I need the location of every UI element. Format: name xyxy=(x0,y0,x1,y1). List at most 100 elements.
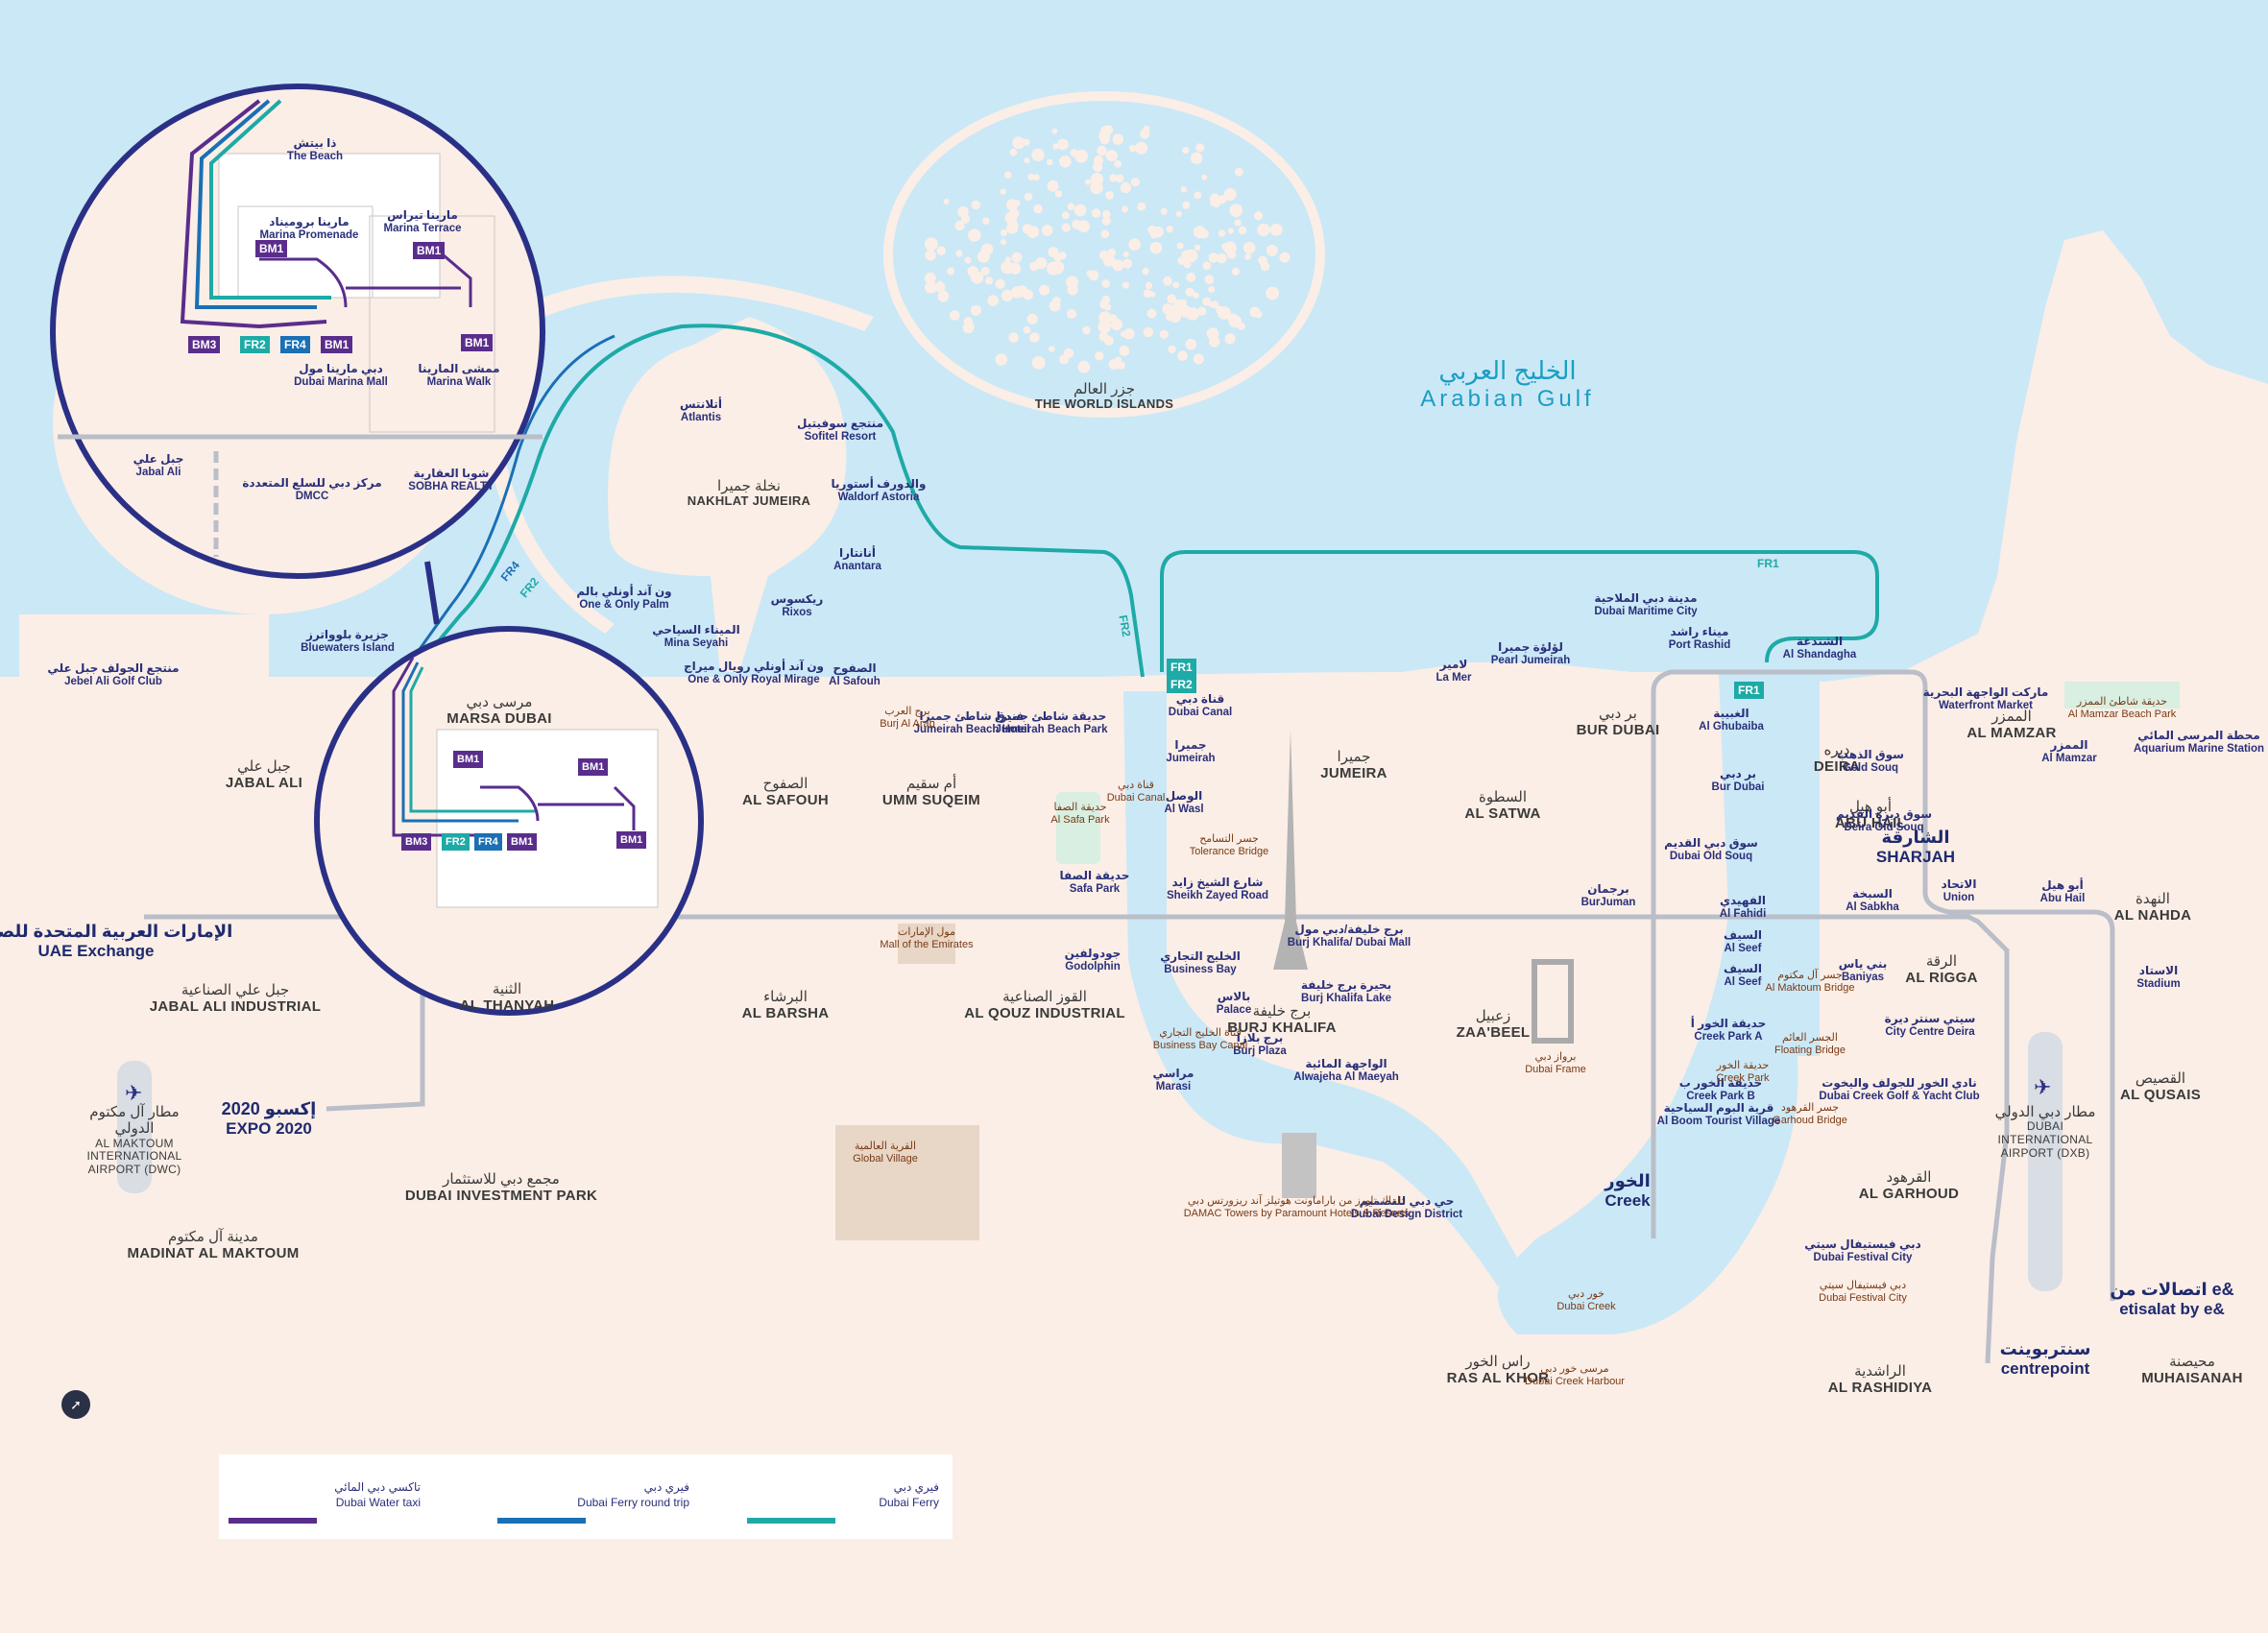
station-en-text: Burj Plaza xyxy=(1233,1045,1287,1057)
station-ar-text: لامير xyxy=(1439,658,1468,671)
world-island-dot xyxy=(967,266,978,277)
station-ar-text: برج خليفة/دبي مول xyxy=(1294,923,1404,936)
mall-of-emirates-area xyxy=(898,924,955,964)
area-en-text: AL GARHOUD xyxy=(1858,1186,1960,1203)
bm1-badge-terrace-large: BM1 xyxy=(413,242,446,259)
world-island-dot xyxy=(1279,252,1291,263)
station-ar-text: ماركت الواجهة البحرية xyxy=(1922,685,2049,699)
station-en-text: Palace xyxy=(1216,1003,1252,1016)
world-island-dot xyxy=(1122,205,1128,213)
world-island-dot xyxy=(1050,260,1065,275)
station-ar-text: شوبا العقارية xyxy=(413,467,490,480)
world-island-dot xyxy=(1152,226,1164,238)
world-island-dot xyxy=(1185,338,1197,350)
area-ar-text: ديره xyxy=(1823,742,1850,758)
station-ar-text: حديقة الخور أ xyxy=(1690,1017,1767,1030)
world-island-dot xyxy=(1122,281,1129,289)
area-ar-text: الثنية xyxy=(492,981,522,997)
world-island-dot xyxy=(1269,226,1277,234)
station-en-text: Al Shandagha xyxy=(1782,648,1857,660)
poi-en-text: Al Safa Park xyxy=(1050,813,1110,826)
poi-en-text: Al Maktoum Bridge xyxy=(1765,981,1855,994)
area-en-text: JABAL ALI xyxy=(225,775,303,792)
poi-en-text: Garhoud Bridge xyxy=(1773,1114,1847,1126)
mamzar-park-area xyxy=(2064,682,2180,708)
station-en-text: Dubai Festival City xyxy=(1813,1251,1913,1263)
station-en-text: Atlantis xyxy=(680,411,722,423)
world-island-dot xyxy=(1033,204,1043,214)
uae-exchange-label: الإمارات العربية المتحدة للصرافةUAE Exch… xyxy=(0,922,233,960)
world-island-dot xyxy=(1234,167,1243,177)
area-en-text: BURJ KHALIFA xyxy=(1227,1020,1337,1037)
area-ar-text: مجمع دبي للاستثمار xyxy=(443,1171,560,1188)
poi-ar-text: برج العرب xyxy=(884,706,930,717)
station-ar-text: سوق الذهب xyxy=(1837,748,1904,761)
world-island-dot xyxy=(1029,332,1040,343)
station-ar-text: ممشى المارينا xyxy=(418,362,500,375)
station-en-text: Jabal Ali xyxy=(135,466,181,478)
station-en-text: Abu Hail xyxy=(2039,892,2086,904)
world-island-dot xyxy=(1218,229,1226,237)
world-island-dot xyxy=(1180,186,1188,193)
world-island-dot xyxy=(1208,301,1215,308)
station-en-text: Dubai Canal xyxy=(1168,706,1233,718)
world-island-dot xyxy=(1143,125,1150,132)
world-island-dot xyxy=(982,217,990,225)
poi-en-text: Dubai Festival City xyxy=(1819,1291,1907,1304)
world-island-dot xyxy=(924,272,936,284)
world-island-dot xyxy=(1023,138,1030,146)
world-island-dot xyxy=(1011,221,1019,228)
world-island-dot xyxy=(1238,226,1247,235)
world-island-dot xyxy=(1061,211,1070,220)
world-island-dot xyxy=(1057,138,1069,151)
station-ar-text: الخليج التجاري xyxy=(1160,949,1241,963)
station-en-text: Marina Terrace xyxy=(383,222,462,234)
world-island-dot xyxy=(964,256,972,264)
world-island-dot xyxy=(1173,299,1183,309)
station-en-text: Bluewaters Island xyxy=(301,641,395,654)
world-island-dot xyxy=(1077,220,1091,233)
world-island-dot xyxy=(1098,320,1111,334)
world-island-dot xyxy=(1107,248,1116,257)
poi-en-text: Dubai Creek xyxy=(1556,1300,1616,1312)
world-island-dot xyxy=(1024,157,1030,164)
world-island-dot xyxy=(936,280,943,288)
world-island-dot xyxy=(1184,249,1198,263)
world-island-dot xyxy=(1053,254,1061,262)
station-en-text: Al Ghubaiba xyxy=(1699,720,1764,732)
world-island-dot xyxy=(1217,253,1227,264)
station-ar-text: السيف xyxy=(1723,962,1763,975)
world-island-dot xyxy=(987,295,1000,306)
station-ar-text: الاستاد xyxy=(2138,964,2179,977)
station-ar-text: الواجهة المائية xyxy=(1305,1057,1387,1070)
poi-en-text: Business Bay Canal xyxy=(1152,1039,1248,1051)
world-island-dot xyxy=(1143,326,1154,338)
world-island-dot xyxy=(1179,304,1192,318)
world-island-dot xyxy=(980,266,990,276)
world-island-dot xyxy=(1113,321,1122,329)
world-island-dot xyxy=(1052,297,1061,305)
station-ar-text: الاتحاد xyxy=(1941,877,1977,891)
station-en-text: Dubai Maritime City xyxy=(1594,605,1698,617)
world-island-dot xyxy=(1149,241,1163,254)
